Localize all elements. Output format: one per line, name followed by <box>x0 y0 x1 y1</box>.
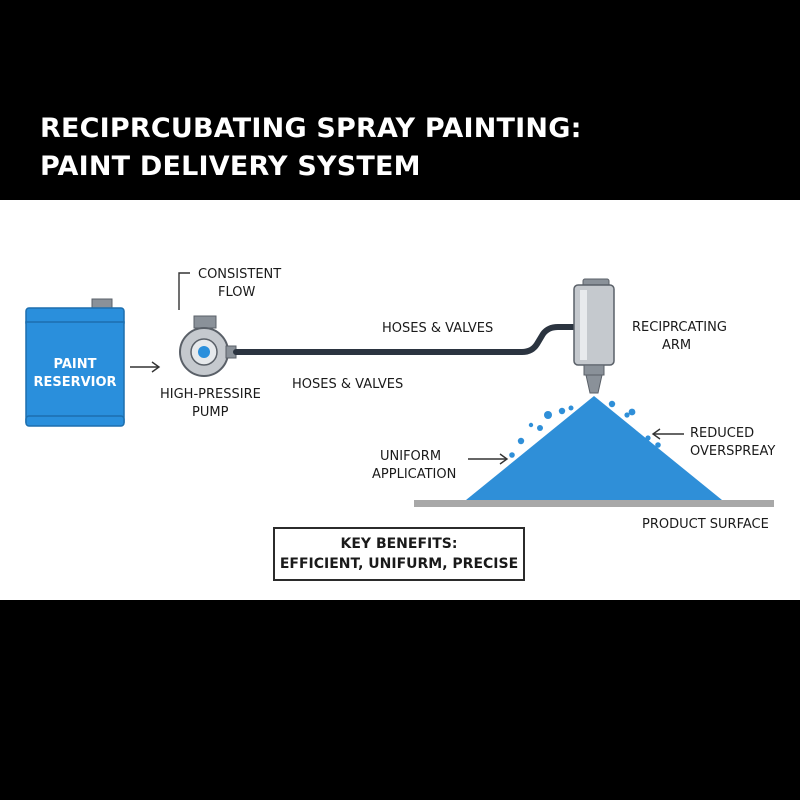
paint-reservoir: PAINT RESERVIOR <box>25 298 125 427</box>
reciprocating-arm: RECIPRCATING ARM <box>573 278 727 394</box>
overspray-label-line-1: REDUCED <box>690 426 754 441</box>
pump-top-fitting <box>193 315 217 329</box>
reservoir-bottom-rim <box>25 415 125 427</box>
uniform-application-callout: UNIFORM APPLICATION <box>372 449 509 482</box>
hoses-lower-label: HOSES & VALVES <box>292 377 403 392</box>
key-benefits-box: KEY BENEFITS: EFFICIENT, UNIFURM, PRECIS… <box>273 527 525 581</box>
flow-label-line-1: CONSISTENT <box>198 267 281 282</box>
arm-neck <box>583 364 605 376</box>
product-surface <box>414 500 774 507</box>
overspray-label-line-2: OVERSPREAY <box>690 444 775 459</box>
pump-label-line-2: PUMP <box>192 405 229 420</box>
high-pressure-pump: HIGH-PRESSIRE PUMP <box>160 315 261 420</box>
uniform-label-line-1: UNIFORM <box>380 449 441 464</box>
spray-nozzle <box>585 374 603 394</box>
hoses-upper-label: HOSES & VALVES <box>382 321 493 336</box>
paint-hose <box>233 324 580 355</box>
pump-impeller-icon <box>198 346 210 358</box>
overspray-droplets <box>509 400 661 458</box>
reservoir-label-line-1: PAINT <box>54 357 97 372</box>
uniform-label-line-2: APPLICATION <box>372 467 456 482</box>
arm-highlight <box>580 290 587 360</box>
flow-label-line-2: FLOW <box>218 285 255 300</box>
arm-label-line-2: ARM <box>662 338 691 353</box>
reservoir-label-line-2: RESERVIOR <box>33 375 116 390</box>
spray-cone <box>466 396 722 500</box>
bottom-bar <box>0 600 800 800</box>
reservoir-to-pump-arrow <box>130 361 161 373</box>
arm-label-line-1: RECIPRCATING <box>632 320 727 335</box>
key-benefits-list: EFFICIENT, UNIFURM, PRECISE <box>279 556 519 572</box>
consistent-flow-bracket: CONSISTENT FLOW <box>178 267 281 310</box>
reservoir-body <box>25 321 125 423</box>
product-surface-label: PRODUCT SURFACE <box>642 517 769 532</box>
title-line-2: PAINT DELIVERY SYSTEM <box>40 151 421 182</box>
title-line-1: RECIPRCUBATING SPRAY PAINTING: <box>40 113 582 144</box>
pump-label-line-1: HIGH-PRESSIRE <box>160 387 261 402</box>
title-bar: RECIPRCUBATING SPRAY PAINTING: PAINT DEL… <box>0 0 800 200</box>
reduced-overspray-callout: REDUCED OVERSPREAY <box>651 426 775 459</box>
key-benefits-heading: KEY BENEFITS: <box>340 536 458 552</box>
